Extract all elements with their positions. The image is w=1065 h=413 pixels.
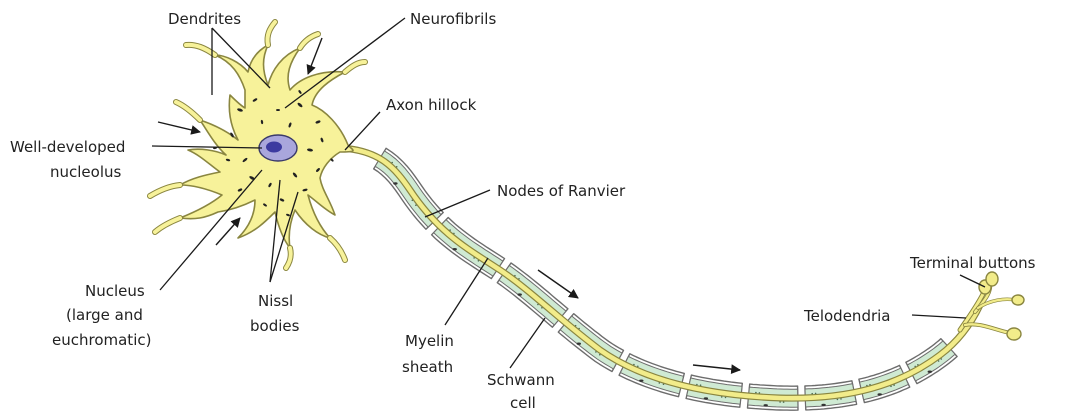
myelin-sheath-segments xyxy=(374,148,957,410)
label-nodes-of-ranvier: Nodes of Ranvier xyxy=(497,182,626,200)
label-nucleolus-line1: Well-developed xyxy=(10,138,125,156)
label-neurofibrils: Neurofibrils xyxy=(410,10,496,28)
schwann-nucleus xyxy=(393,182,397,184)
label-nucleolus-line2: nucleolus xyxy=(50,163,122,181)
nissl-body xyxy=(276,109,280,111)
schwann-nucleus xyxy=(453,248,457,250)
label-nucleus-line2: (large and xyxy=(66,306,143,324)
label-nissl-line2: bodies xyxy=(250,317,300,335)
schwann-nucleus xyxy=(878,393,882,395)
label-telodendria: Telodendria xyxy=(803,307,891,325)
label-terminal-buttons: Terminal buttons xyxy=(909,254,1036,272)
label-nucleus-line3: euchromatic) xyxy=(52,331,151,349)
label-schwann-line1: Schwann xyxy=(487,371,555,389)
label-schwann-line2: cell xyxy=(510,394,536,412)
schwann-nucleus xyxy=(821,404,825,406)
nucleolus xyxy=(266,142,282,153)
schwann-nucleus xyxy=(928,371,932,373)
schwann-nucleus xyxy=(764,404,768,406)
label-nissl-line1: Nissl xyxy=(258,292,293,310)
label-dendrites: Dendrites xyxy=(168,10,241,28)
schwann-nucleus xyxy=(577,343,581,345)
label-nucleus-line1: Nucleus xyxy=(85,282,145,300)
labels: Dendrites Neurofibrils Axon hillock Well… xyxy=(10,10,1036,412)
label-myelin-line2: sheath xyxy=(402,358,453,376)
schwann-nucleus xyxy=(518,293,522,295)
label-axon-hillock: Axon hillock xyxy=(386,96,477,114)
schwann-nucleus xyxy=(639,380,643,382)
schwann-nucleus xyxy=(704,397,708,399)
label-myelin-line1: Myelin xyxy=(405,332,454,350)
